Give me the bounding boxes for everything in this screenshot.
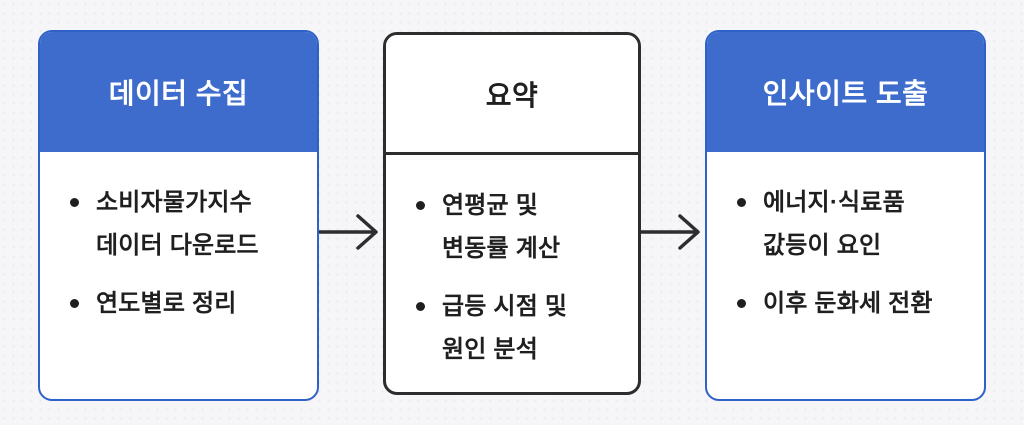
bullet-item: 소비자물가지수 데이터 다운로드 (70, 181, 297, 267)
stage-header-insight: 인사이트 도출 (707, 32, 984, 152)
stage-card-summary: 요약 연평균 및 변동률 계산 급등 시점 및 원인 분석 (383, 32, 641, 395)
bullet-text: 이후 둔화세 전환 (763, 282, 933, 325)
bullet-line: 이후 둔화세 전환 (763, 290, 933, 317)
bullet-line: 연평균 및 (442, 192, 538, 219)
bullet-item: 연도별로 정리 (70, 282, 297, 325)
bullet-line: 연도별로 정리 (96, 290, 237, 317)
bullet-text: 에너지·식료품 값등이 요인 (763, 181, 905, 267)
flow-arrow-icon (319, 214, 378, 250)
stage-header-summary: 요약 (386, 35, 638, 155)
bullet-item: 이후 둔화세 전환 (737, 282, 964, 325)
bullet-text: 연도별로 정리 (96, 282, 237, 325)
bullet-dot (737, 299, 746, 308)
bullet-text: 연평균 및 변동률 계산 (442, 184, 560, 270)
bullet-text: 급등 시점 및 원인 분석 (442, 285, 567, 371)
bullet-dot (416, 201, 425, 210)
bullet-dot (416, 302, 425, 311)
bullet-dot (70, 198, 79, 207)
bullet-dot (70, 299, 79, 308)
bullet-line: 급등 시점 및 (442, 293, 568, 320)
flow-arrow-icon (641, 214, 700, 250)
stage-body-insight: 에너지·식료품 값등이 요인 이후 둔화세 전환 (707, 152, 984, 399)
bullet-item: 급등 시점 및 원인 분석 (416, 285, 618, 371)
bullet-line: 데이터 다운로드 (96, 232, 259, 259)
bullet-text: 소비자물가지수 데이터 다운로드 (96, 181, 259, 267)
bullet-line: 값등이 요인 (763, 232, 882, 259)
stage-body-summary: 연평균 및 변동률 계산 급등 시점 및 원인 분석 (386, 155, 638, 392)
stage-card-data-collection: 데이터 수집 소비자물가지수 데이터 다운로드 연도별로 정리 (38, 30, 319, 401)
bullet-item: 에너지·식료품 값등이 요인 (737, 181, 964, 267)
bullet-line: 소비자물가지수 (96, 189, 252, 216)
bullet-dot (737, 198, 746, 207)
stage-card-insight: 인사이트 도출 에너지·식료품 값등이 요인 이후 둔화세 전환 (705, 30, 986, 401)
stage-body-data-collection: 소비자물가지수 데이터 다운로드 연도별로 정리 (40, 152, 317, 399)
bullet-line: 원인 분석 (442, 336, 538, 363)
bullet-line: 변동률 계산 (442, 235, 561, 262)
bullet-line: 에너지·식료품 (763, 189, 905, 216)
stage-header-data-collection: 데이터 수집 (40, 32, 317, 152)
bullet-item: 연평균 및 변동률 계산 (416, 184, 618, 270)
